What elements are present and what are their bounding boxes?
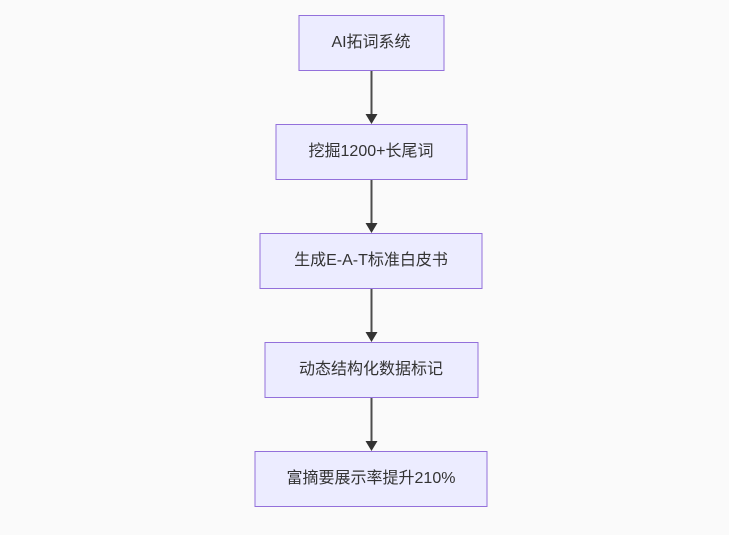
node-label: 富摘要展示率提升210% [286,470,456,487]
arrow-shaft [370,398,372,441]
node-mine-longtail-keywords: 挖掘1200+长尾词 [275,124,467,180]
arrow-shaft [370,289,372,332]
arrowhead-icon [365,441,377,451]
edge-arrow-down [365,71,378,124]
node-dynamic-structured-data-markup: 动态结构化数据标记 [264,342,478,398]
node-ai-keyword-expansion-system: AI拓词系统 [298,15,444,71]
node-label: 挖掘1200+长尾词 [308,143,434,160]
node-label: 生成E-A-T标准白皮书 [294,252,448,269]
node-label: AI拓词系统 [331,34,411,51]
edge-arrow-down [365,180,378,233]
arrow-shaft [370,71,372,114]
arrow-shaft [370,180,372,223]
arrowhead-icon [365,114,377,124]
node-rich-snippet-rate-increase: 富摘要展示率提升210% [254,451,488,507]
edge-arrow-down [365,289,378,342]
flowchart: AI拓词系统 挖掘1200+长尾词 生成E-A-T标准白皮书 动态结构化数据标记 [254,15,488,507]
edge-arrow-down [365,398,378,451]
arrowhead-icon [365,332,377,342]
node-generate-eat-whitepaper: 生成E-A-T标准白皮书 [259,233,483,289]
arrowhead-icon [365,223,377,233]
node-label: 动态结构化数据标记 [298,361,443,378]
